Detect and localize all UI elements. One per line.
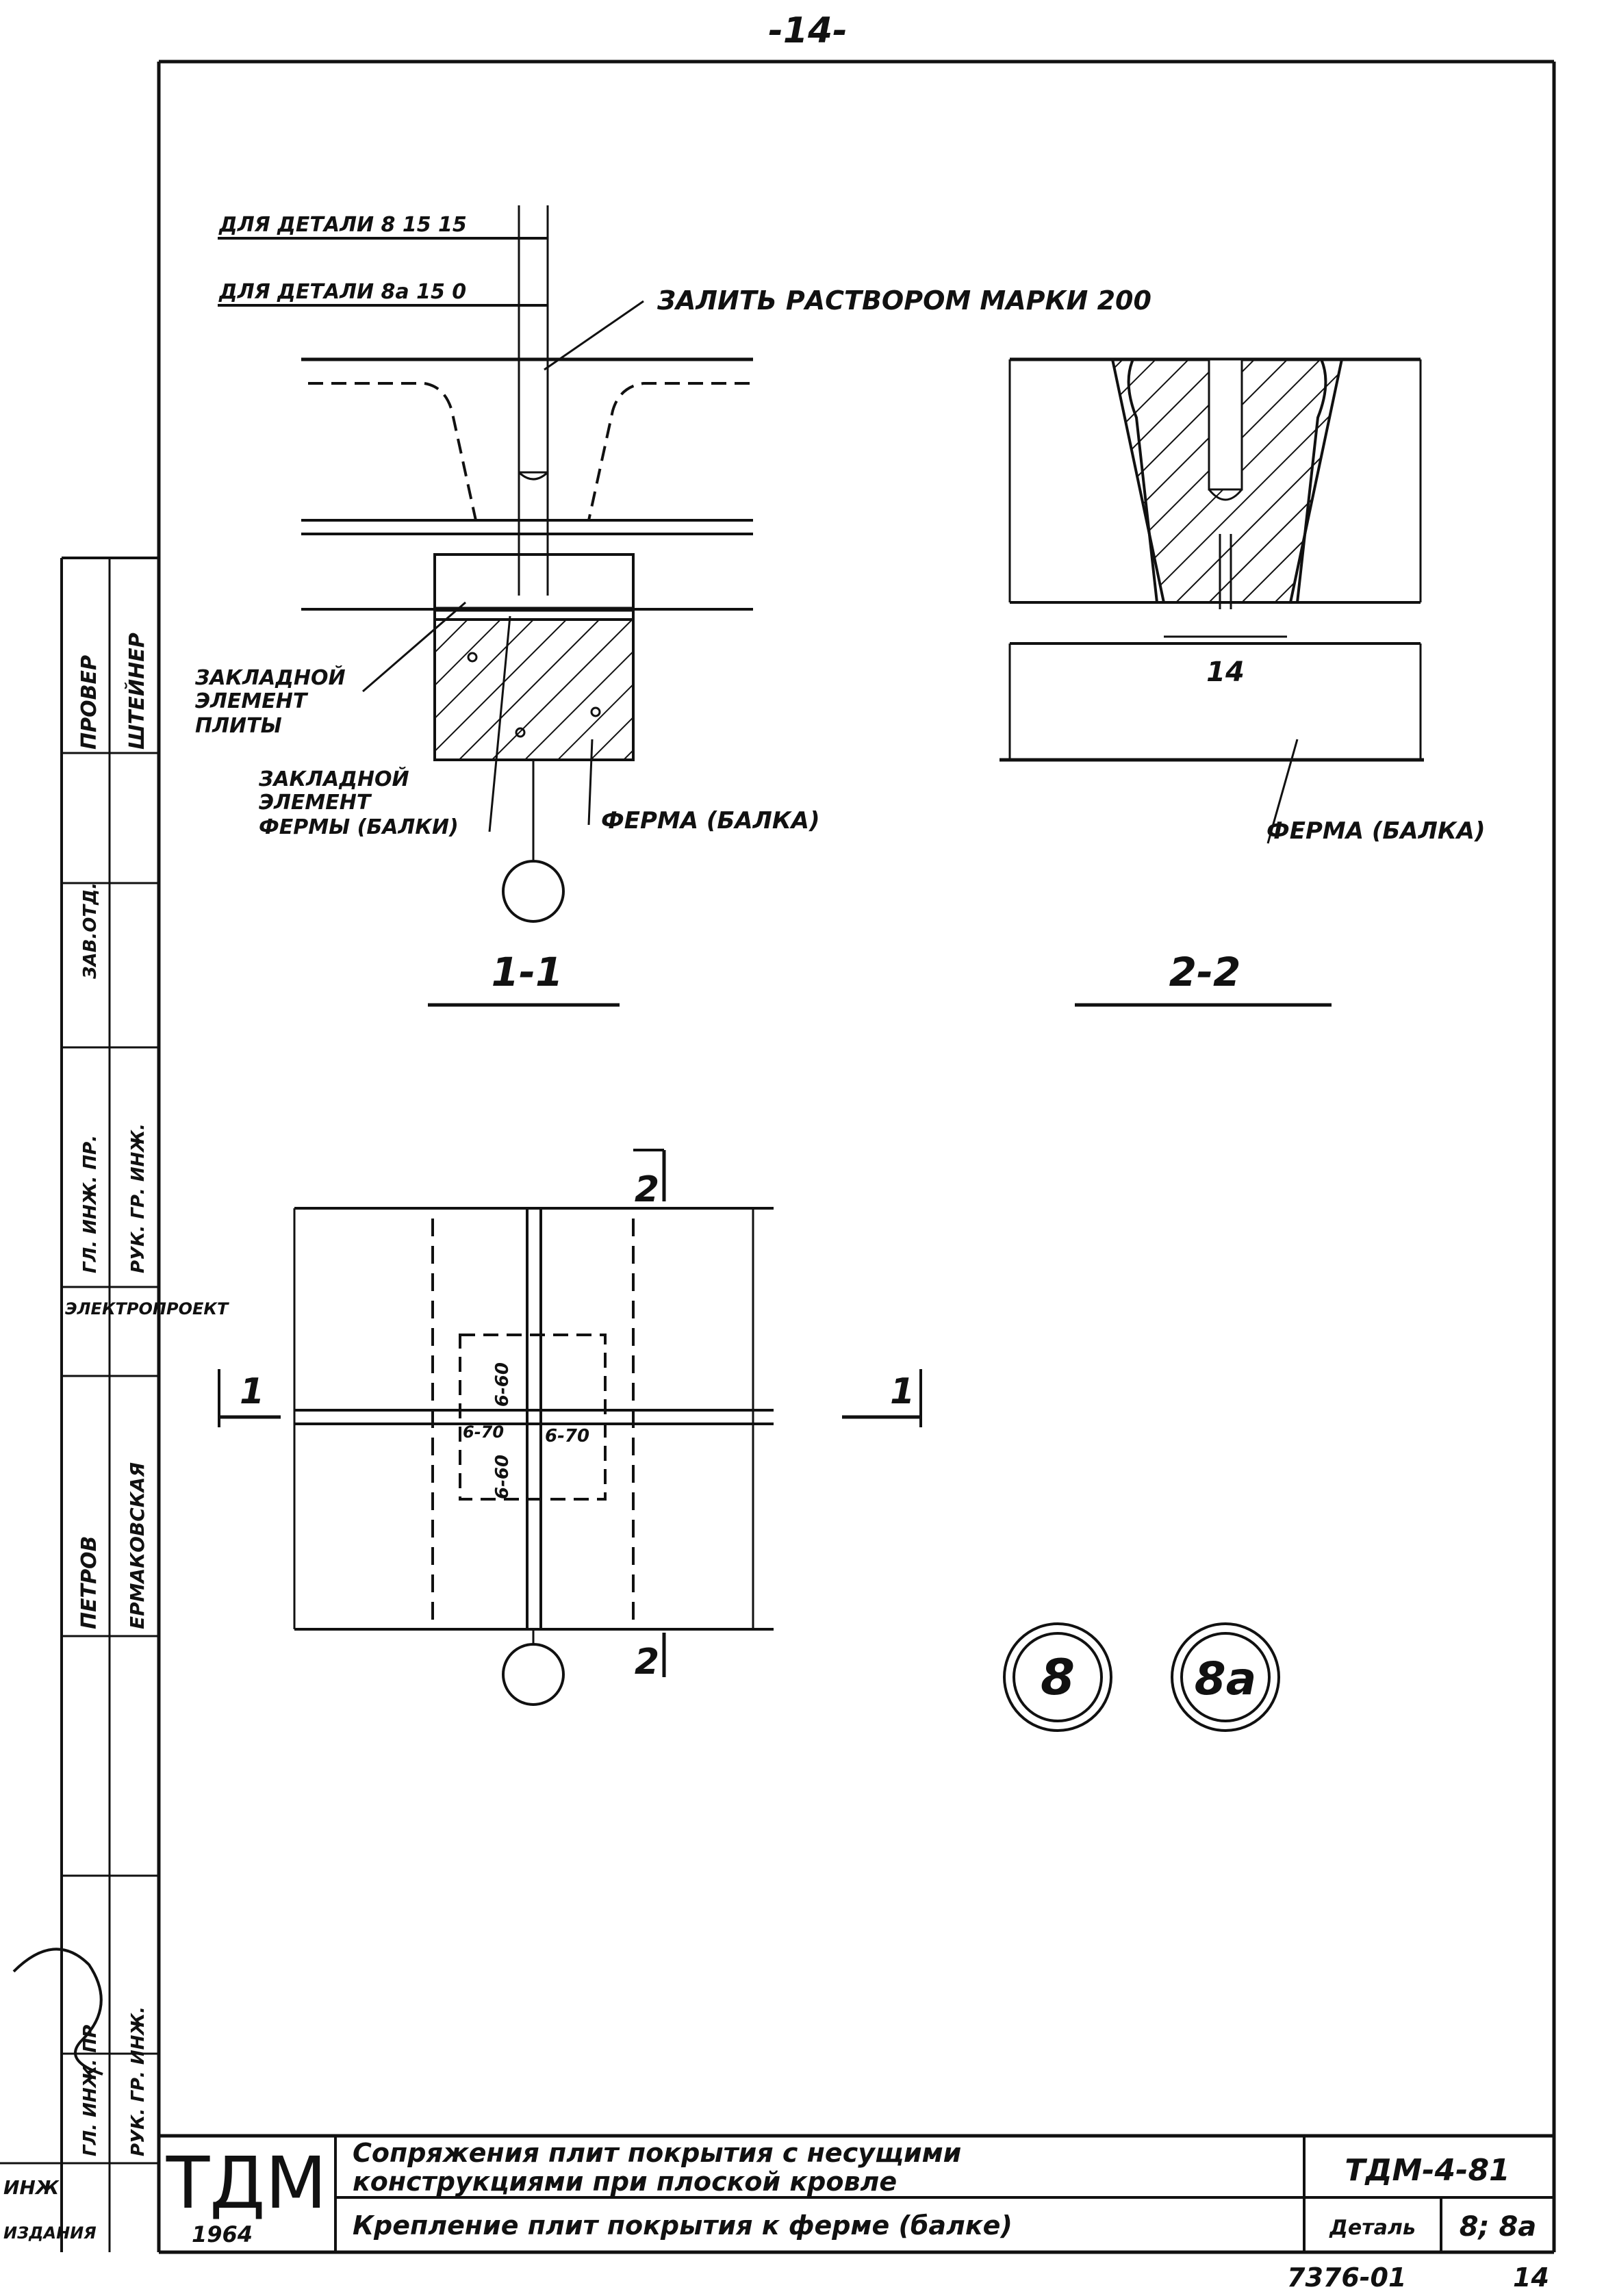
detail-marker-8: 8 — [1041, 1648, 1075, 1706]
axis-bubble-top — [502, 860, 565, 923]
subtitle-line: Крепление плит покрытия к ферме (балке) — [353, 2210, 1013, 2241]
stamp-cell-11: ИНЖ — [3, 2176, 60, 2199]
stamp-cell-8: ЕРМАКОВСКАЯ — [126, 1462, 149, 1629]
embedded-plate-label-1: ЗАКЛАДНОЙ — [194, 665, 346, 690]
embedded-truss-label-3: ФЕРМЫ (БАЛКИ) — [259, 815, 459, 839]
truss-label-2: ФЕРМА (БАЛКА) — [1266, 817, 1486, 845]
stamp-cell-1: ПРОВЕР — [77, 655, 101, 750]
stamp-cell-9: ГЛ. ИНЖ. ПР — [80, 2025, 101, 2156]
weld-label-top: 6-60 — [492, 1362, 513, 1407]
grout-note: ЗАЛИТЬ РАСТВОРОМ МАРКИ 200 — [657, 285, 1151, 316]
footer-number: 7376-01 — [1287, 2262, 1406, 2293]
title-block: ТДМ 1964 Сопряжения плит покрытия с несу… — [159, 2134, 1554, 2252]
stamp-cell-5: ГЛ. ИНЖ. ПР. — [80, 1135, 101, 1273]
weld-label-right: 6-70 — [545, 1426, 589, 1446]
title-line-1: Сопряжения плит покрытия с несущими — [353, 2138, 961, 2168]
drawing-code: ТДМ-4-81 — [1345, 2153, 1510, 2188]
cut-mark-1-right: 1 — [890, 1371, 915, 1412]
embedded-truss-label-1: ЗАКЛАДНОЙ — [258, 767, 409, 791]
embedded-truss-label-2: ЭЛЕМЕНТ — [259, 791, 372, 815]
weld-label-left: 6-70 — [463, 1423, 504, 1442]
cut-mark-2-bottom: 2 — [635, 1642, 659, 1683]
cut-mark-1-left: 1 — [240, 1371, 264, 1412]
side-stamp: ПРОВЕР ШТЕЙНЕР ЗАВ.ОТД. РУК. ГР. ИНЖ. ГЛ… — [0, 557, 229, 2252]
logo-tdm: ТДМ — [166, 2141, 327, 2225]
detail-markers: 8 8а — [1003, 1622, 1280, 1732]
footer-sheet: 14 — [1513, 2262, 1549, 2293]
stamp-cell-10: РУК. ГР. ИНЖ. — [128, 2006, 149, 2156]
signature-mark — [12, 1948, 103, 2076]
stamp-cell-6: ЭЛЕКТРОПРОЕКТ — [65, 1299, 229, 1318]
note-detail-8a: ДЛЯ ДЕТАЛИ 8а 15 0 — [218, 280, 466, 304]
weld-label-bottom: 6-60 — [492, 1455, 513, 1499]
stamp-cell-4: РУК. ГР. ИНЖ. — [128, 1123, 149, 1273]
axis-bubble-bottom — [502, 1643, 565, 1706]
embedded-plate-label-2: ЭЛЕМЕНТ — [195, 689, 309, 713]
truss-label-1: ФЕРМА (БАЛКА) — [601, 807, 820, 834]
section-title-1-1: 1-1 — [492, 949, 563, 995]
stamp-cell-7: ПЕТРОВ — [77, 1536, 101, 1629]
stamp-cell-3: ЗАВ.ОТД. — [80, 882, 101, 980]
year-label: 1964 — [192, 2221, 253, 2247]
section-2-2-drawing: 14 ФЕРМА (БАЛКА) 2-2 — [1000, 357, 1486, 1007]
section-1-1-drawing: ДЛЯ ДЕТАЛИ 8 15 15 ДЛЯ ДЕТАЛИ 8а 15 0 ЗА… — [194, 205, 1151, 1007]
title-line-2: конструкциями при плоской кровле — [353, 2167, 897, 2197]
detail-value: 8; 8а — [1460, 2211, 1537, 2243]
section-title-2-2: 2-2 — [1169, 949, 1241, 995]
detail-label: Деталь — [1329, 2216, 1416, 2240]
note-detail-8: ДЛЯ ДЕТАЛИ 8 15 15 — [218, 213, 467, 237]
gap-dimension: 14 — [1206, 656, 1245, 688]
stamp-cell-12: ИЗДАНИЯ — [3, 2223, 97, 2243]
embedded-plate-label-3: ПЛИТЫ — [195, 714, 282, 738]
plan-view-drawing: 6-60 6-70 6-70 6-60 2 2 1 1 — [218, 1149, 922, 1706]
drawing-frame — [157, 60, 1556, 2254]
cut-mark-2-top: 2 — [635, 1169, 659, 1210]
stamp-cell-2: ШТЕЙНЕР — [125, 633, 149, 750]
page-number: -14- — [768, 10, 848, 51]
detail-marker-8a: 8а — [1195, 1653, 1256, 1705]
